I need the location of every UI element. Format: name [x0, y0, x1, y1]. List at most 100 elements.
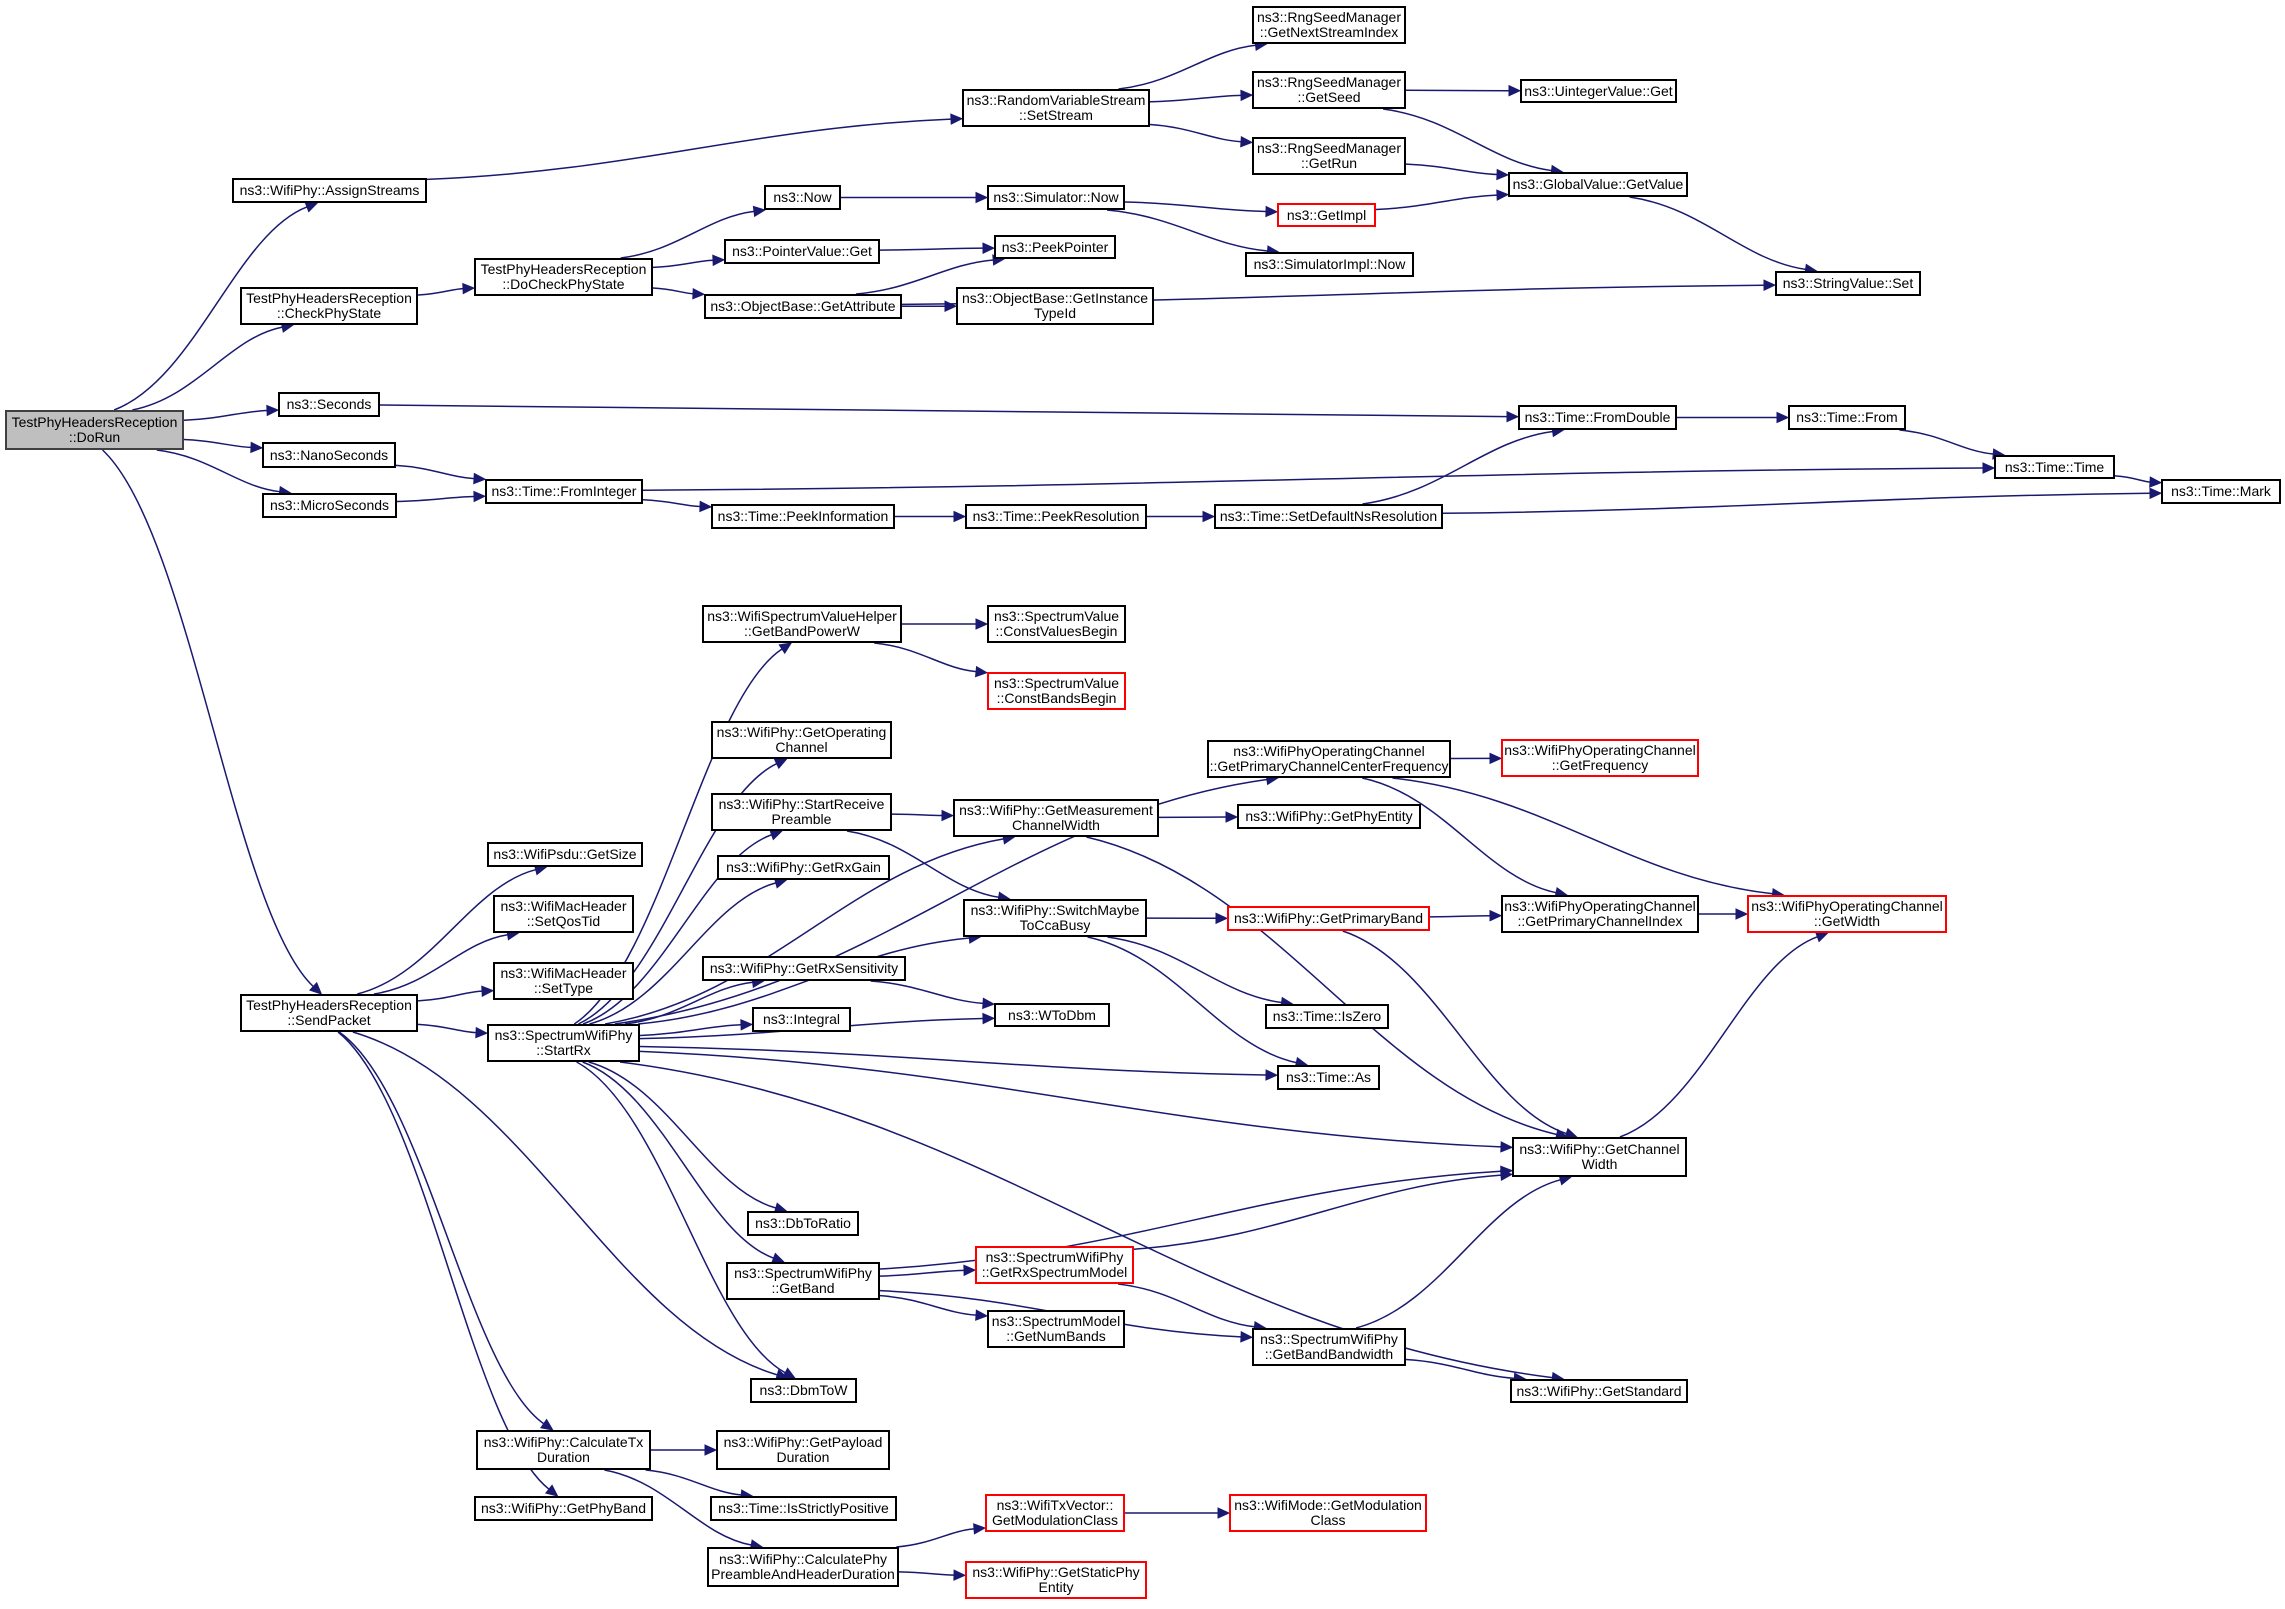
node-simulatornow[interactable]: ns3::Simulator::Now — [987, 185, 1125, 210]
node-dbtoratio[interactable]: ns3::DbToRatio — [747, 1211, 859, 1236]
edge-startrx-to-getrxgain — [589, 882, 776, 1025]
node-constvaluesbegin[interactable]: ns3::SpectrumValue ::ConstValuesBegin — [987, 605, 1126, 643]
node-pointervalueget[interactable]: ns3::PointerValue::Get — [724, 239, 880, 264]
edge-startrx-to-getband — [582, 1061, 774, 1259]
node-assignstreams[interactable]: ns3::WifiPhy::AssignStreams — [232, 178, 427, 203]
node-calculatephypreambleandheaderduration[interactable]: ns3::WifiPhy::CalculatePhy PreambleAndHe… — [707, 1547, 899, 1587]
node-integral[interactable]: ns3::Integral — [752, 1007, 851, 1032]
node-switchmaybetoccabusy[interactable]: ns3::WifiPhy::SwitchMaybe ToCcaBusy — [963, 899, 1147, 937]
node-getwidth[interactable]: ns3::WifiPhyOperatingChannel ::GetWidth — [1747, 895, 1947, 933]
node-getphyentity[interactable]: ns3::WifiPhy::GetPhyEntity — [1237, 804, 1421, 829]
node-getmeasurementchannelwidth[interactable]: ns3::WifiPhy::GetMeasurement ChannelWidt… — [953, 799, 1159, 837]
node-simulatorimplnow[interactable]: ns3::SimulatorImpl::Now — [1245, 252, 1414, 277]
node-getimpl[interactable]: ns3::GetImpl — [1277, 203, 1376, 227]
node-isstrictlypositive[interactable]: ns3::Time::IsStrictlyPositive — [710, 1496, 897, 1521]
node-getseed[interactable]: ns3::RngSeedManager ::GetSeed — [1252, 71, 1406, 109]
arrowhead-icon — [1489, 909, 1503, 922]
arrowhead-icon — [250, 441, 264, 454]
node-dbmtow[interactable]: ns3::DbmToW — [750, 1378, 857, 1403]
edge-docheckphystate-to-now — [620, 210, 755, 259]
arrowhead-icon — [982, 1012, 996, 1025]
node-iszero[interactable]: ns3::Time::IsZero — [1265, 1004, 1389, 1029]
node-getband[interactable]: ns3::SpectrumWifiPhy ::GetBand — [726, 1262, 880, 1300]
node-from[interactable]: ns3::Time::From — [1788, 405, 1906, 430]
node-wtodbm[interactable]: ns3::WToDbm — [994, 1003, 1110, 1027]
node-timetime[interactable]: ns3::Time::Time — [1994, 455, 2115, 479]
node-getstandard[interactable]: ns3::WifiPhy::GetStandard — [1510, 1379, 1688, 1403]
node-getoperatingchannel[interactable]: ns3::WifiPhy::GetOperating Channel — [711, 721, 892, 759]
node-getprimarychannelcenterfrequency[interactable]: ns3::WifiPhyOperatingChannel ::GetPrimar… — [1207, 740, 1451, 778]
node-docheckphystate[interactable]: TestPhyHeadersReception ::DoCheckPhyStat… — [474, 258, 653, 296]
node-checkphystate[interactable]: TestPhyHeadersReception ::CheckPhyState — [240, 287, 418, 325]
node-getnextstreamindex[interactable]: ns3::RngSeedManager ::GetNextStreamIndex — [1252, 6, 1406, 44]
arrowhead-icon — [304, 201, 319, 213]
node-timeas[interactable]: ns3::Time::As — [1277, 1065, 1380, 1090]
node-startrx[interactable]: ns3::SpectrumWifiPhy ::StartRx — [487, 1024, 640, 1062]
node-setqostid[interactable]: ns3::WifiMacHeader ::SetQosTid — [493, 895, 634, 933]
node-getrxgain[interactable]: ns3::WifiPhy::GetRxGain — [717, 855, 890, 880]
node-peekpointer[interactable]: ns3::PeekPointer — [994, 235, 1116, 259]
node-getprimaryband[interactable]: ns3::WifiPhy::GetPrimaryBand — [1227, 906, 1430, 931]
edge-startrx-to-integral — [639, 1024, 742, 1037]
node-sendpacket[interactable]: TestPhyHeadersReception ::SendPacket — [240, 994, 418, 1032]
node-setstream[interactable]: ns3::RandomVariableStream ::SetStream — [962, 89, 1150, 127]
node-getchannelwidth[interactable]: ns3::WifiPhy::GetChannel Width — [1512, 1137, 1687, 1177]
arrowhead-icon — [1508, 84, 1522, 97]
arrowhead-icon — [963, 1264, 977, 1277]
node-calculatetxduration[interactable]: ns3::WifiPhy::CalculateTx Duration — [476, 1430, 651, 1470]
node-startreceivepreamble[interactable]: ns3::WifiPhy::StartReceive Preamble — [711, 793, 892, 831]
node-getrxspectrummodel[interactable]: ns3::SpectrumWifiPhy ::GetRxSpectrumMode… — [975, 1246, 1134, 1284]
arrowhead-icon — [982, 997, 996, 1010]
node-getrun[interactable]: ns3::RngSeedManager ::GetRun — [1252, 137, 1406, 175]
node-getattribute[interactable]: ns3::ObjectBase::GetAttribute — [704, 294, 902, 319]
node-frominteger[interactable]: ns3::Time::FromInteger — [485, 479, 643, 504]
node-peekresolution[interactable]: ns3::Time::PeekResolution — [965, 504, 1147, 529]
arrowhead-icon — [944, 300, 958, 312]
node-wifimodegetmodulationclass[interactable]: ns3::WifiMode::GetModulation Class — [1229, 1494, 1427, 1532]
arrowhead-icon — [752, 205, 767, 218]
arrowhead-icon — [473, 472, 487, 485]
node-globalvaluegetvalue[interactable]: ns3::GlobalValue::GetValue — [1508, 172, 1688, 197]
node-uintegervalueget[interactable]: ns3::UintegerValue::Get — [1520, 79, 1677, 103]
node-getsize[interactable]: ns3::WifiPsdu::GetSize — [487, 842, 643, 867]
arrowhead-icon — [1217, 1507, 1231, 1519]
node-nanoseconds[interactable]: ns3::NanoSeconds — [262, 442, 396, 468]
node-timemark[interactable]: ns3::Time::Mark — [2161, 479, 2281, 504]
node-microseconds[interactable]: ns3::MicroSeconds — [262, 493, 397, 518]
edge-from-to-timetime — [1899, 429, 1994, 455]
node-peekinformation[interactable]: ns3::Time::PeekInformation — [711, 504, 895, 529]
node-getnumbands[interactable]: ns3::SpectrumModel ::GetNumBands — [987, 1310, 1125, 1348]
node-txvectorgetmodulationclass[interactable]: ns3::WifiTxVector:: GetModulationClass — [985, 1494, 1125, 1532]
edge-dorun-to-microseconds — [156, 449, 280, 493]
edge-sendpacket-to-getsize — [357, 868, 536, 995]
node-getrxsensitivity[interactable]: ns3::WifiPhy::GetRxSensitivity — [702, 956, 906, 981]
node-settype[interactable]: ns3::WifiMacHeader ::SetType — [493, 962, 634, 1000]
node-now[interactable]: ns3::Now — [764, 185, 841, 210]
arrowhead-icon — [1489, 752, 1503, 765]
node-getpayloadduration[interactable]: ns3::WifiPhy::GetPayload Duration — [716, 1430, 890, 1470]
node-getprimarychannelindex[interactable]: ns3::WifiPhyOperatingChannel ::GetPrimar… — [1501, 895, 1699, 933]
node-getstaticphyentity[interactable]: ns3::WifiPhy::GetStaticPhy Entity — [965, 1561, 1147, 1599]
node-getbandbandwidth[interactable]: ns3::SpectrumWifiPhy ::GetBandBandwidth — [1252, 1328, 1406, 1366]
edge-getprimaryband-to-getprimarychannelindex — [1429, 914, 1491, 918]
node-setdefaultnsresolution[interactable]: ns3::Time::SetDefaultNsResolution — [1214, 504, 1443, 529]
node-getbandpowerw[interactable]: ns3::WifiSpectrumValueHelper ::GetBandPo… — [702, 605, 902, 643]
node-getinstancetypeid[interactable]: ns3::ObjectBase::GetInstance TypeId — [956, 287, 1154, 325]
arrowhead-icon — [309, 981, 323, 995]
node-getfrequency[interactable]: ns3::WifiPhyOperatingChannel ::GetFreque… — [1501, 739, 1699, 777]
edge-startrx-to-dbmtow — [576, 1061, 786, 1374]
node-constbandsbegin[interactable]: ns3::SpectrumValue ::ConstBandsBegin — [987, 672, 1126, 710]
edge-getseed-to-globalvaluegetvalue — [1382, 108, 1552, 172]
edge-calculatetxduration-to-isstrictlypositive — [645, 1469, 742, 1496]
arrowhead-icon — [773, 758, 788, 770]
edge-nanoseconds-to-frominteger — [395, 464, 475, 480]
node-seconds[interactable]: ns3::Seconds — [278, 392, 380, 417]
node-stringvalueset[interactable]: ns3::StringValue::Set — [1775, 271, 1921, 296]
node-getphyband[interactable]: ns3::WifiPhy::GetPhyBand — [474, 1496, 653, 1521]
edge-getrun-to-globalvaluegetvalue — [1405, 163, 1498, 176]
arrowhead-icon — [473, 490, 487, 503]
arrowhead-icon — [1776, 411, 1790, 424]
edge-getmeasurementchannelwidth-to-getchannelwidth — [1086, 836, 1557, 1136]
node-fromdouble[interactable]: ns3::Time::FromDouble — [1518, 405, 1677, 430]
arrowhead-icon — [1215, 912, 1229, 925]
